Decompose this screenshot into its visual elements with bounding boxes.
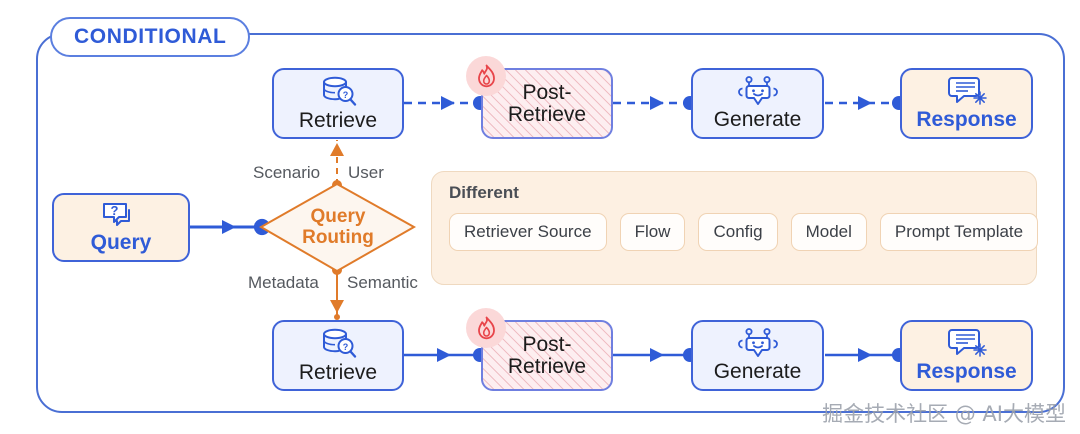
node-bottom-generate[interactable]: Generate [691,320,824,391]
response-bubble-icon [946,328,988,360]
different-tag-list: Retriever Source Flow Config Model Promp… [449,213,1039,251]
different-tag[interactable]: Config [698,213,778,251]
svg-text:?: ? [343,90,349,100]
question-speech-bubble-icon: ? [101,201,141,231]
node-top-generate[interactable]: Generate [691,68,824,139]
different-tag[interactable]: Retriever Source [449,213,607,251]
different-tag[interactable]: Model [790,213,867,251]
node-top-post-retrieve-label: Post- Retrieve [507,80,587,126]
conditional-frame [36,33,1065,413]
node-query-routing[interactable]: Query Routing [261,184,415,272]
frame-title: CONDITIONAL [50,17,251,57]
node-bottom-response-label: Response [916,360,1017,384]
response-bubble-icon [946,76,988,108]
database-search-icon: ? [318,76,358,109]
robot-icon [737,76,779,108]
flame-icon [466,308,506,348]
edge-label-metadata: Metadata [248,273,319,292]
node-top-generate-label: Generate [713,108,802,132]
flame-icon [466,56,506,96]
robot-icon [737,328,779,360]
node-top-retrieve-label: Retrieve [298,108,378,132]
different-panel: Different Retriever Source Flow Config M… [431,171,1039,285]
node-query-routing-label: Query Routing [302,206,374,248]
node-bottom-retrieve-label: Retrieve [298,360,378,384]
node-top-response-label: Response [916,108,1017,132]
edge-label-semantic: Semantic [347,273,418,292]
node-bottom-response[interactable]: Response [900,320,1033,391]
edge-label-scenario: Scenario [253,163,321,182]
node-top-retrieve[interactable]: ? Retrieve [272,68,404,139]
database-search-icon: ? [318,328,358,361]
node-query-label: Query [90,231,152,255]
svg-text:?: ? [343,342,349,352]
node-bottom-retrieve[interactable]: ? Retrieve [272,320,404,391]
edge-label-user: User [348,163,384,182]
node-query[interactable]: ? Query [52,193,190,262]
different-tag[interactable]: Prompt Template [879,213,1039,251]
node-bottom-post-retrieve-label: Post- Retrieve [507,332,587,378]
svg-text:?: ? [111,203,119,218]
different-tag[interactable]: Flow [619,213,686,251]
node-top-response[interactable]: Response [900,68,1033,139]
node-bottom-generate-label: Generate [713,360,802,384]
different-panel-title: Different [449,183,519,202]
watermark: 掘金技术社区 @ AI大模型 [822,402,1066,426]
